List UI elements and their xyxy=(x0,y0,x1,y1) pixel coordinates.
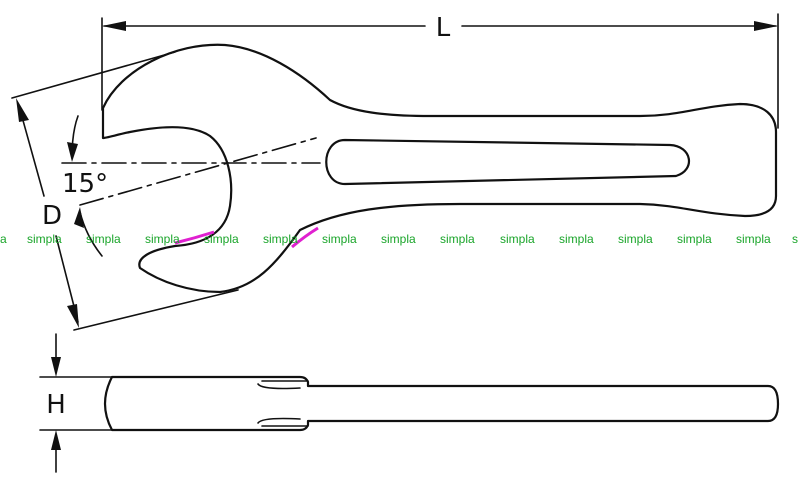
angle-arrow-upper-head xyxy=(67,142,78,162)
angle-construction: 15° xyxy=(61,115,321,257)
watermark-text: simpla xyxy=(440,232,475,246)
thickness-arrow-lower xyxy=(51,430,61,450)
watermark-fragment-left: a xyxy=(0,232,7,246)
watermark-text: simpla xyxy=(736,232,771,246)
jaw-opening-label: D xyxy=(42,201,62,231)
watermark-text: simpla xyxy=(500,232,535,246)
watermark-text: simpla xyxy=(27,232,62,246)
watermark-text: simpla xyxy=(559,232,594,246)
watermark-text: simpla xyxy=(618,232,653,246)
length-dimension: L xyxy=(101,13,779,129)
watermark-fragment-right: s xyxy=(792,232,798,246)
watermark-text: simpla xyxy=(86,232,121,246)
length-label: L xyxy=(436,13,451,43)
wrench-side-view xyxy=(103,375,780,432)
highlight-mark-jaw xyxy=(174,230,215,245)
jaw-extension-upper xyxy=(11,51,176,99)
side-view-step-upper xyxy=(257,383,301,390)
length-arrow-left xyxy=(102,21,126,31)
watermark-text: simpla xyxy=(381,232,416,246)
side-view-step-lower xyxy=(257,417,301,424)
thickness-label: H xyxy=(46,390,66,420)
jaw-extension-lower xyxy=(73,289,239,331)
watermark-text: simpla xyxy=(145,232,180,246)
side-view-outline xyxy=(103,375,780,432)
jaw-opening-dimension: D xyxy=(11,51,239,331)
watermark-text: simpla xyxy=(677,232,712,246)
watermark-text: simpla xyxy=(204,232,239,246)
watermark-row: a simpla simpla simpla simpla simpla sim… xyxy=(0,232,798,246)
watermark-text: simpla xyxy=(263,232,298,246)
jaw-centerline xyxy=(79,137,317,206)
thickness-arrow-upper xyxy=(51,357,61,377)
jaw-arrow-upper xyxy=(16,98,29,122)
length-arrow-right xyxy=(754,21,778,31)
angle-arrow-lower-head xyxy=(74,207,84,228)
wrench-outline xyxy=(101,43,778,294)
jaw-arrow-lower xyxy=(67,304,79,328)
thickness-dimension: H xyxy=(39,333,113,473)
watermark-text: simpla xyxy=(322,232,357,246)
handle-slot xyxy=(325,138,691,186)
highlight-mark-neck xyxy=(291,226,319,249)
wrench-top-view xyxy=(101,43,778,294)
angle-label: 15° xyxy=(62,169,108,199)
